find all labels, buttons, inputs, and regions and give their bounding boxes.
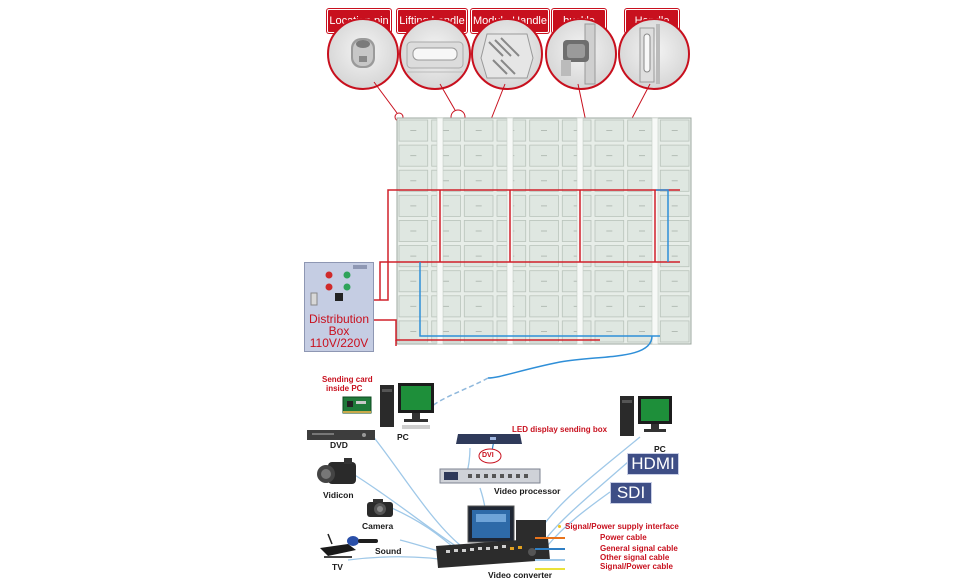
camera-icon <box>367 499 393 517</box>
video-converter-icon <box>436 505 550 568</box>
led-sending-box-icon <box>456 434 522 444</box>
microphone-icon <box>347 536 378 546</box>
legend-item-signal-power-interface: Signal/Power supply interface <box>565 522 679 531</box>
camera-label: Camera <box>362 521 394 531</box>
hdmi-interface-box: HDMI <box>627 453 679 475</box>
dvd-icon <box>307 430 375 440</box>
distribution-box <box>304 262 374 352</box>
lifting-handle-icon <box>399 18 471 90</box>
video-processor-icon <box>439 468 541 484</box>
handle-icon <box>618 18 690 90</box>
sound-label: Sound <box>375 546 402 556</box>
buckle-icon <box>545 18 617 90</box>
tv-label: TV <box>332 562 343 572</box>
legend-swatch-other-signal <box>535 559 565 561</box>
video-processor-label: Video processor <box>494 486 561 496</box>
vidicon-label: Vidicon <box>323 490 354 500</box>
legend-swatch-power-cable <box>535 537 565 539</box>
vidicon-icon <box>317 458 356 484</box>
legend-swatch-general-signal <box>535 548 565 550</box>
tv-icon <box>320 533 356 558</box>
distribution-box-label-2: Box <box>328 324 350 338</box>
pc-right-icon <box>620 396 672 436</box>
dvd-label: DVD <box>330 440 348 450</box>
distribution-box-label-1: Distribution <box>308 312 370 326</box>
pc-right-label: PC <box>654 444 666 454</box>
dvi-label: DVI <box>482 452 494 459</box>
dvi-badge-icon <box>478 448 502 464</box>
distribution-box-label-3: 110V/220V <box>309 336 369 350</box>
legend-dot-icon <box>558 525 561 528</box>
sending-card-label: Sending card <box>322 375 373 384</box>
pc-left-label: PC <box>397 432 409 442</box>
legend-item-power-cable: Power cable <box>600 533 647 542</box>
video-converter-label: Video converter <box>488 570 553 580</box>
sdi-interface-box: SDI <box>610 482 652 504</box>
module-handle-icon <box>471 18 543 90</box>
led-sending-box-label: LED display sending box <box>512 425 608 434</box>
pc-left-icon <box>380 383 434 429</box>
legend-swatch-signal-power-cable <box>535 568 565 570</box>
legend-item-signal-power-cable: Signal/Power cable <box>600 562 673 571</box>
legend-item-other-signal-cable: Other signal cable <box>600 553 670 562</box>
location-pin-icon <box>327 18 399 90</box>
sending-card-label-2: inside PC <box>326 384 363 393</box>
legend-item-general-signal-cable: General signal cable <box>600 544 678 553</box>
sending-card-icon <box>342 396 372 414</box>
